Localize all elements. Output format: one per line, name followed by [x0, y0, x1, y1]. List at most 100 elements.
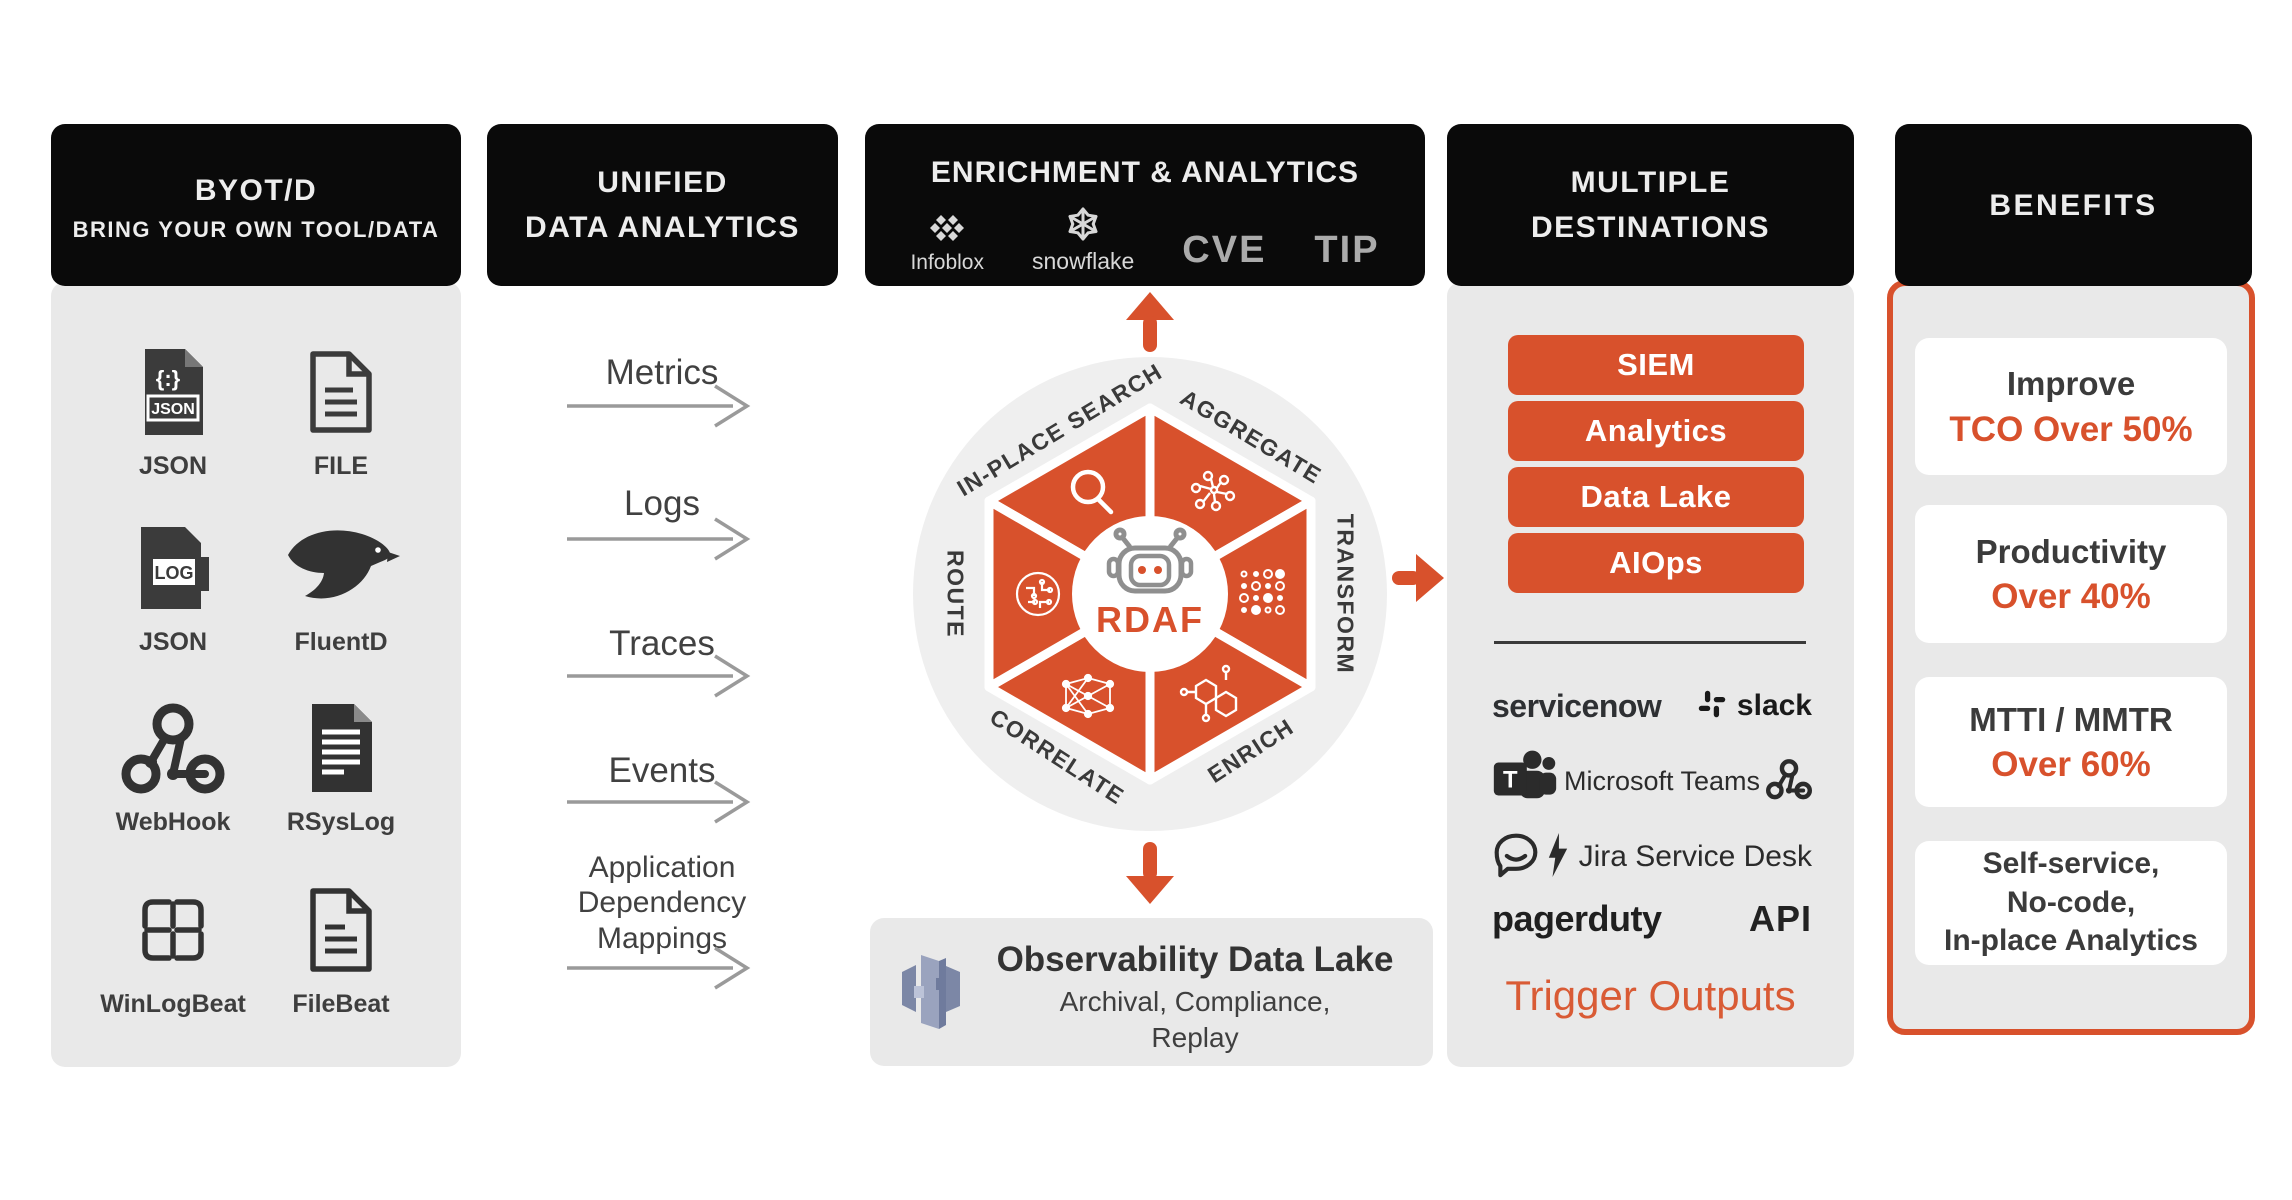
tool-label: FILE: [313, 452, 369, 480]
aggregate-icon: [1190, 470, 1236, 512]
slack-label: slack: [1736, 689, 1812, 722]
benefit-line2: Over 60%: [1991, 745, 2151, 785]
enrich-icon: [1179, 664, 1238, 723]
byotd-title: BYOT/D: [194, 173, 318, 207]
lightning-bolt-icon: [1547, 832, 1569, 883]
partner-snowflake-label: snowflake: [1032, 248, 1135, 274]
tool-fluentd: FluentD: [256, 520, 426, 657]
unified-title-line2: DATA ANALYTICS: [525, 211, 800, 244]
flow-adm-label: Application Dependency Mappings: [577, 851, 747, 955]
filebeat-doc-icon: [301, 882, 381, 978]
webhook-icon: [121, 700, 225, 796]
byotd-subtitle: BRING YOUR OWN TOOL/DATA: [72, 216, 440, 242]
data-lake-subtitle-line1: Archival, Compliance,: [1059, 986, 1331, 1017]
byotd-panel: [51, 282, 461, 1067]
tool-label: JSON: [138, 628, 208, 656]
integration-row-4: pagerduty API: [1492, 896, 1812, 942]
flow-logs-label: Logs: [624, 484, 700, 523]
winlogbeat-grid-icon: [131, 882, 215, 978]
data-lake-subtitle: Archival, Compliance, Replay: [970, 984, 1420, 1057]
benefit-line1: Improve: [2006, 365, 2136, 403]
partner-snowflake: snowflake: [1032, 207, 1134, 275]
flow-adm-arrow: [567, 946, 751, 990]
rdaf-center-label: RDAF: [1096, 599, 1204, 640]
tool-log-json: LOG JSON: [88, 520, 258, 657]
route-icon: [1015, 571, 1061, 617]
flow-traces-arrow: [567, 654, 751, 698]
destination-siem: SIEM: [1508, 335, 1804, 395]
destinations-divider: [1494, 641, 1806, 644]
destinations-title-line1: MULTIPLE: [1570, 166, 1731, 199]
integration-row-1: servicenow slack: [1492, 684, 1812, 728]
tool-rsyslog: RSysLog: [256, 700, 426, 837]
benefit-line2: TCO Over 50%: [1949, 409, 2193, 449]
data-lake-title: Observability Data Lake: [996, 940, 1394, 979]
transform-icon: [1239, 569, 1285, 615]
benefit-card-productivity: Productivity Over 40%: [1915, 505, 2227, 643]
api-label: API: [1748, 898, 1812, 939]
integration-row-3: Jira Service Desk: [1492, 832, 1812, 882]
tool-json: {:} JSON JSON: [88, 344, 258, 481]
integration-row-2: T Microsoft Teams: [1492, 748, 1812, 814]
svg-text:T: T: [1503, 766, 1518, 793]
tool-webhook: WebHook: [88, 700, 258, 837]
destination-data-lake: Data Lake: [1508, 467, 1804, 527]
tool-file: FILE: [256, 344, 426, 481]
benefit-line1: MTTI / MMTR: [1969, 700, 2173, 738]
pagerduty-logo: pagerduty: [1492, 898, 1662, 939]
segment-label-route: ROUTE: [942, 550, 969, 638]
benefit-line2: Over 40%: [1991, 577, 2151, 617]
flow-logs-arrow: [567, 517, 751, 561]
json-file-icon: {:} JSON: [135, 344, 211, 440]
jira-service-desk-logo: Jira Service Desk: [1547, 832, 1812, 883]
flow-metrics-arrow: [567, 384, 751, 428]
tool-label: RSysLog: [286, 808, 396, 836]
benefits-header: BENEFITS: [1895, 124, 2252, 286]
tool-label: FluentD: [294, 628, 388, 656]
partner-tip-label: TIP: [1314, 229, 1380, 271]
search-icon: [1070, 469, 1114, 515]
unified-header: UNIFIED DATA ANALYTICS: [487, 124, 838, 286]
fluentd-bird-icon: [282, 520, 400, 616]
data-lake-icon: [894, 948, 968, 1041]
arrow-down-to-datalake: [1126, 842, 1174, 904]
infoblox-icon: [927, 212, 967, 249]
partner-logo-row: Infoblox snowflake CVE TIP: [910, 207, 1379, 275]
tool-label: WebHook: [115, 808, 231, 836]
observability-data-lake-box: Observability Data Lake Archival, Compli…: [870, 918, 1433, 1066]
enrichment-title: ENRICHMENT & ANALYTICS: [930, 156, 1360, 189]
slack-logo: slack: [1697, 689, 1812, 724]
svg-text:LOG: LOG: [155, 563, 194, 583]
microsoft-teams-icon: T: [1492, 748, 1558, 815]
destination-aiops: AIOps: [1508, 533, 1804, 593]
webhook-small-icon: [1766, 757, 1812, 806]
destination-analytics: Analytics: [1508, 401, 1804, 461]
byotd-header: BYOT/D BRING YOUR OWN TOOL/DATA: [51, 124, 461, 286]
segment-label-transform: TRANSFORM: [1332, 513, 1359, 675]
log-file-icon: LOG: [129, 520, 217, 616]
partner-cve-label: CVE: [1182, 229, 1267, 271]
tool-label: FileBeat: [292, 990, 390, 1018]
tool-filebeat: FileBeat: [256, 882, 426, 1019]
robot-icon: [1106, 527, 1194, 594]
flow-traces-label: Traces: [609, 624, 715, 663]
arrow-right-to-destinations: [1392, 554, 1444, 602]
correlate-icon: [1061, 673, 1115, 719]
tool-label: JSON: [138, 452, 208, 480]
chat-bubble-icon: [1492, 832, 1540, 883]
benefit-card-tco: Improve TCO Over 50%: [1915, 338, 2227, 475]
tool-winlogbeat: WinLogBeat: [88, 882, 258, 1019]
segment-route: [984, 496, 1155, 692]
destinations-header: MULTIPLE DESTINATIONS: [1447, 124, 1854, 286]
benefit-line1: Self-service,: [1982, 847, 2160, 881]
microsoft-teams-label: Microsoft Teams: [1563, 765, 1761, 796]
destinations-title-line2: DESTINATIONS: [1530, 211, 1771, 244]
servicenow-logo: servicenow: [1492, 687, 1662, 724]
arrow-up-to-header: [1126, 292, 1174, 352]
benefit-line2: No-code,: [2006, 885, 2136, 919]
benefit-line3: In-place Analytics: [1944, 924, 2198, 958]
slack-icon: [1697, 689, 1727, 724]
benefit-card-mtti: MTTI / MMTR Over 60%: [1915, 677, 2227, 807]
trigger-outputs-label: Trigger Outputs: [1505, 972, 1796, 1019]
